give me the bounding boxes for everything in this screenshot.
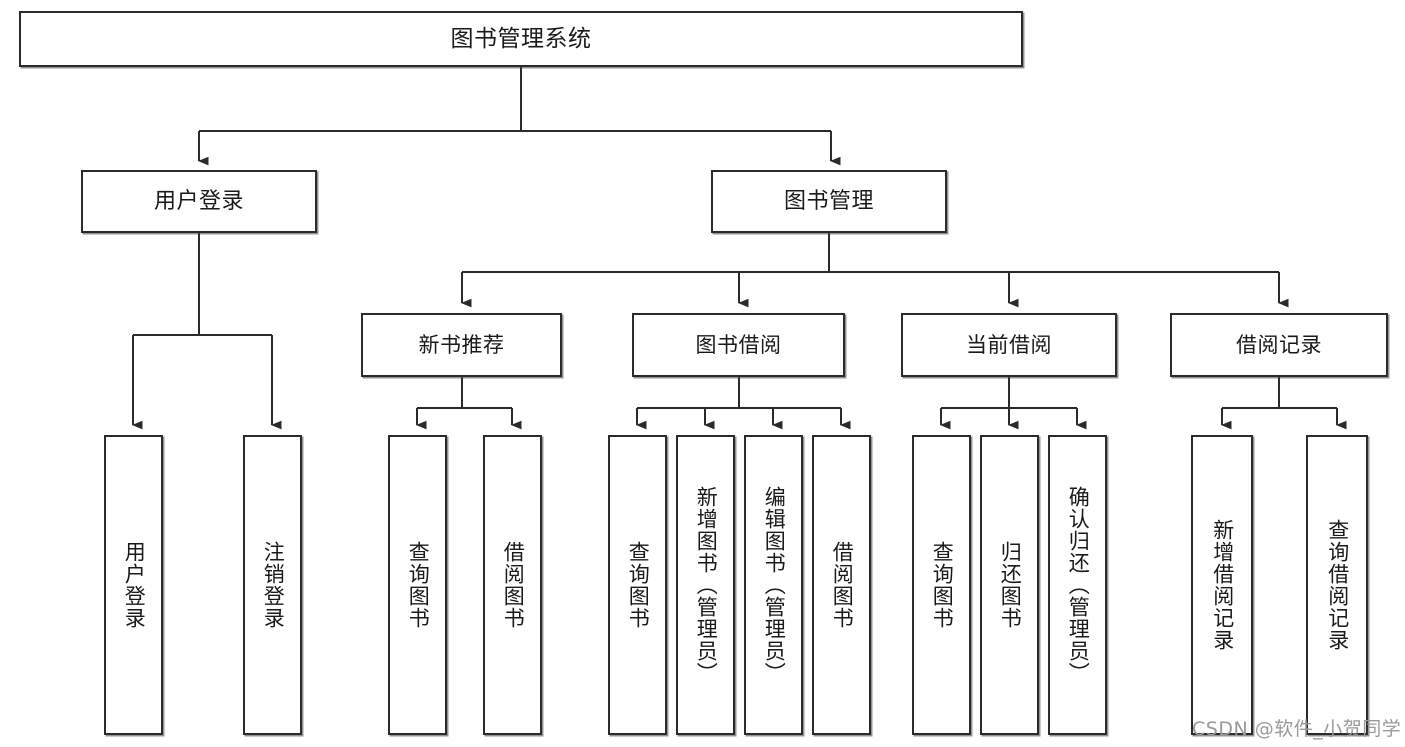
node-borrow-record[interactable]: 借阅记录 — [1170, 313, 1388, 377]
node-label: 当前借阅 — [966, 332, 1052, 357]
leaf-borrow-book-2[interactable]: 借阅图书 — [812, 435, 871, 735]
leaf-query-record[interactable]: 查询借阅记录 — [1306, 435, 1368, 735]
node-label: 查询借阅记录 — [1325, 519, 1350, 651]
node-label: 编辑图书（管理员） — [762, 486, 787, 684]
node-label: 归还图书 — [998, 541, 1023, 629]
leaf-query-book-3[interactable]: 查询图书 — [912, 435, 971, 735]
node-label: 借阅图书 — [501, 541, 526, 629]
node-label: 注销登录 — [261, 541, 286, 629]
node-label: 图书管理系统 — [450, 25, 592, 52]
watermark-text: CSDN @软件_小贺同学 — [1192, 718, 1402, 740]
leaf-query-book-1[interactable]: 查询图书 — [388, 435, 447, 735]
node-root-system[interactable]: 图书管理系统 — [19, 11, 1023, 67]
node-label: 新书推荐 — [418, 332, 505, 357]
leaf-edit-book[interactable]: 编辑图书（管理员） — [744, 435, 803, 735]
node-label: 用户登录 — [122, 541, 147, 629]
node-label: 借阅图书 — [830, 541, 855, 629]
node-user-login[interactable]: 用户登录 — [81, 170, 317, 233]
leaf-add-record[interactable]: 新增借阅记录 — [1191, 435, 1253, 735]
node-book-manage[interactable]: 图书管理 — [711, 170, 947, 233]
node-label: 查询图书 — [930, 541, 955, 629]
node-new-book-recommend[interactable]: 新书推荐 — [361, 313, 562, 377]
node-label: 确认归还（管理员） — [1066, 486, 1091, 684]
node-label: 用户登录 — [153, 188, 244, 214]
node-label: 查询图书 — [626, 541, 651, 629]
leaf-add-book[interactable]: 新增图书（管理员） — [676, 435, 735, 735]
leaf-borrow-book-1[interactable]: 借阅图书 — [483, 435, 542, 735]
leaf-user-login[interactable]: 用户登录 — [104, 435, 163, 735]
node-label: 图书借阅 — [695, 332, 782, 357]
leaf-return-book[interactable]: 归还图书 — [980, 435, 1039, 735]
node-label: 图书管理 — [783, 188, 874, 214]
leaf-confirm-return[interactable]: 确认归还（管理员） — [1048, 435, 1107, 735]
node-label: 新增图书（管理员） — [694, 486, 719, 684]
node-current-borrow[interactable]: 当前借阅 — [901, 313, 1117, 377]
leaf-query-book-2[interactable]: 查询图书 — [608, 435, 667, 735]
node-book-borrow[interactable]: 图书借阅 — [632, 313, 845, 377]
leaf-logout-login[interactable]: 注销登录 — [243, 435, 302, 735]
node-label: 查询图书 — [406, 541, 431, 629]
node-label: 新增借阅记录 — [1210, 519, 1235, 651]
node-label: 借阅记录 — [1236, 332, 1322, 357]
